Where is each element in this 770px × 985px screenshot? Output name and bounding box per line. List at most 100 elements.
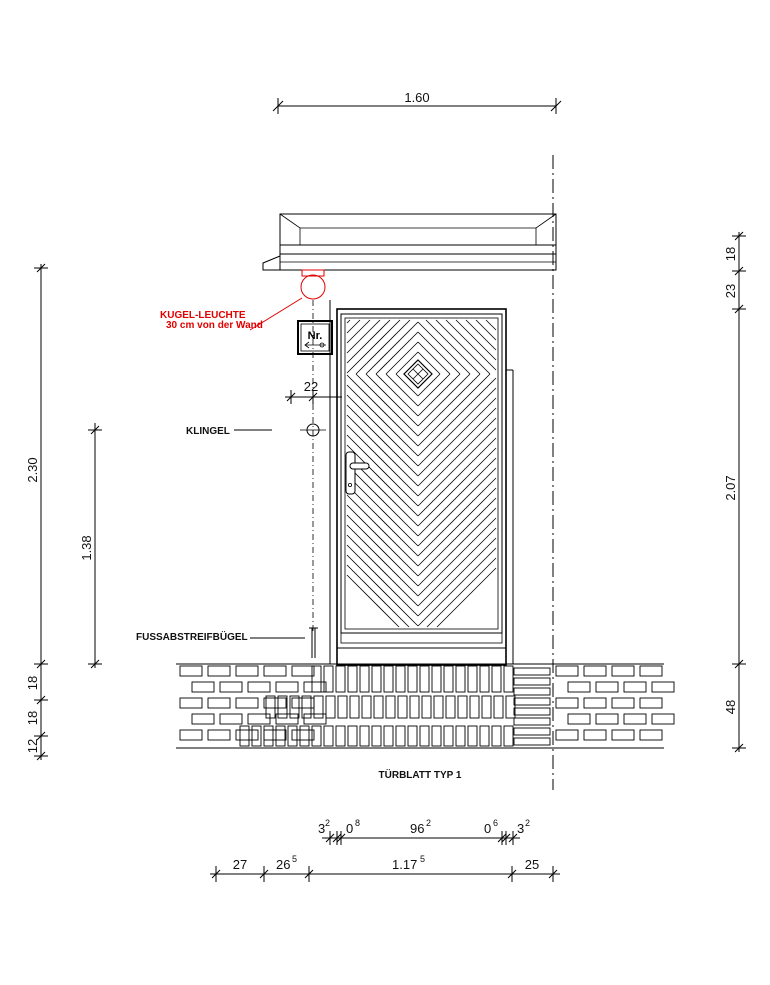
herringbone-line (365, 321, 419, 375)
brick (513, 727, 551, 736)
frame-e-sup: 2 (525, 818, 530, 828)
opening-b-main: 26 (276, 857, 290, 872)
bell-label: KLINGEL (186, 426, 230, 437)
brick (311, 725, 322, 747)
herringbone-line (346, 554, 419, 627)
herringbone-line (385, 341, 419, 375)
brick (583, 665, 607, 677)
herringbone-line (417, 537, 497, 617)
brick (407, 725, 418, 747)
brick (397, 695, 408, 719)
brick (263, 665, 287, 677)
brick (419, 665, 430, 693)
frame-d-main: 0 (484, 821, 491, 836)
herringbone-line (417, 373, 491, 447)
herringbone-line (355, 373, 419, 437)
light-label-line2: 30 cm von der Wand (166, 320, 263, 331)
herringbone-line (395, 351, 419, 375)
brick (469, 695, 480, 719)
brick (191, 713, 215, 725)
light-label-line1: KUGEL-LEUCHTE (160, 310, 246, 321)
brick (299, 725, 310, 747)
herringbone-line (417, 331, 461, 375)
brick (301, 695, 312, 719)
herringbone-line (346, 319, 361, 334)
herringbone-line (417, 497, 497, 577)
boot-scraper-label: FUSSABSTREIFBÜGEL (136, 630, 248, 643)
brick (467, 665, 478, 693)
brick (395, 665, 406, 693)
brick (323, 665, 334, 693)
herringbone-line (346, 434, 419, 507)
herringbone-line (417, 437, 497, 517)
door-handle-icon (345, 451, 370, 495)
brick (303, 681, 327, 693)
brick (219, 713, 243, 725)
brick (639, 665, 663, 677)
herringbone-line (346, 494, 419, 567)
brick (555, 665, 579, 677)
herringbone-line (346, 564, 410, 628)
brick (347, 665, 358, 693)
herringbone-line (455, 319, 497, 361)
opening-a-label: 27 (233, 857, 247, 872)
door-window-icon (403, 359, 433, 389)
brick (513, 737, 551, 746)
herringbone-line (417, 373, 451, 407)
brick (611, 665, 635, 677)
herringbone-line (346, 504, 419, 577)
brick (373, 695, 384, 719)
herringbone-line (417, 321, 471, 375)
herringbone-line (417, 351, 441, 375)
brick (335, 725, 346, 747)
frame-c-sup: 2 (426, 818, 431, 828)
brick (445, 695, 456, 719)
left-18b-label: 18 (25, 711, 40, 725)
wall-outline (329, 300, 514, 664)
brick (287, 725, 298, 747)
brick (323, 725, 334, 747)
brick (443, 665, 454, 693)
herringbone-line (346, 384, 419, 457)
brick (443, 725, 454, 747)
herringbone-line (435, 319, 491, 375)
herringbone-line (346, 319, 401, 374)
frame-b-main: 0 (346, 821, 353, 836)
herringbone-line (346, 524, 419, 597)
brick (275, 681, 299, 693)
brick (219, 681, 243, 693)
brick (595, 681, 619, 693)
herringbone-line (417, 447, 497, 527)
herringbone-line (346, 424, 419, 497)
herringbone-line (395, 373, 419, 397)
brick (313, 695, 324, 719)
brick (433, 695, 444, 719)
brick (383, 725, 394, 747)
herringbone-line (355, 319, 411, 375)
brick (325, 695, 336, 719)
house-number-sign-icon: Nr. (297, 320, 333, 355)
brick (431, 665, 442, 693)
brick (493, 695, 504, 719)
frame-a-sup: 2 (325, 818, 330, 828)
brick (555, 697, 579, 709)
brick (651, 681, 675, 693)
brick (623, 713, 647, 725)
brick (179, 697, 203, 709)
herringbone-line (365, 373, 419, 427)
frame-d-sup: 6 (493, 818, 498, 828)
herringbone-line (426, 557, 497, 628)
brick (567, 713, 591, 725)
brick (513, 707, 551, 716)
herringbone-line (346, 394, 419, 467)
brick (179, 729, 203, 741)
brick (311, 665, 322, 693)
herringbone-line (346, 484, 419, 557)
brick (277, 695, 288, 719)
brick (457, 695, 468, 719)
opening-b-sup: 5 (292, 854, 297, 864)
herringbone-line (417, 377, 497, 457)
brick (407, 665, 418, 693)
herringbone-line (465, 319, 497, 351)
left-total-label: 2.30 (25, 457, 40, 482)
